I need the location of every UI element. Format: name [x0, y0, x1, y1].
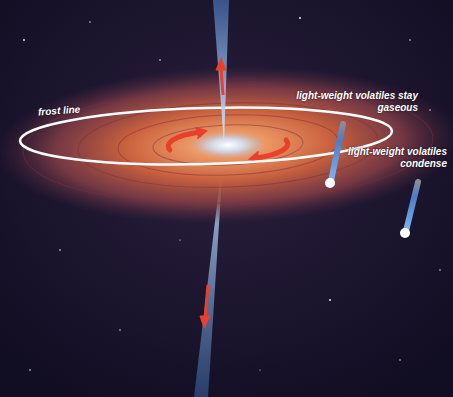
thermometer-outer: [400, 182, 418, 238]
region-label: light-weight volatiles condense: [325, 146, 447, 170]
thermometer-inner: [325, 124, 343, 188]
jet-arrows: [200, 58, 226, 328]
region-label: light-weight volatiles stay gaseous: [296, 90, 418, 114]
upper-jet: [213, 0, 229, 144]
rotation-arrows: [168, 128, 288, 162]
protoplanetary-disk: [0, 59, 453, 231]
protostar-glow: [190, 131, 266, 159]
